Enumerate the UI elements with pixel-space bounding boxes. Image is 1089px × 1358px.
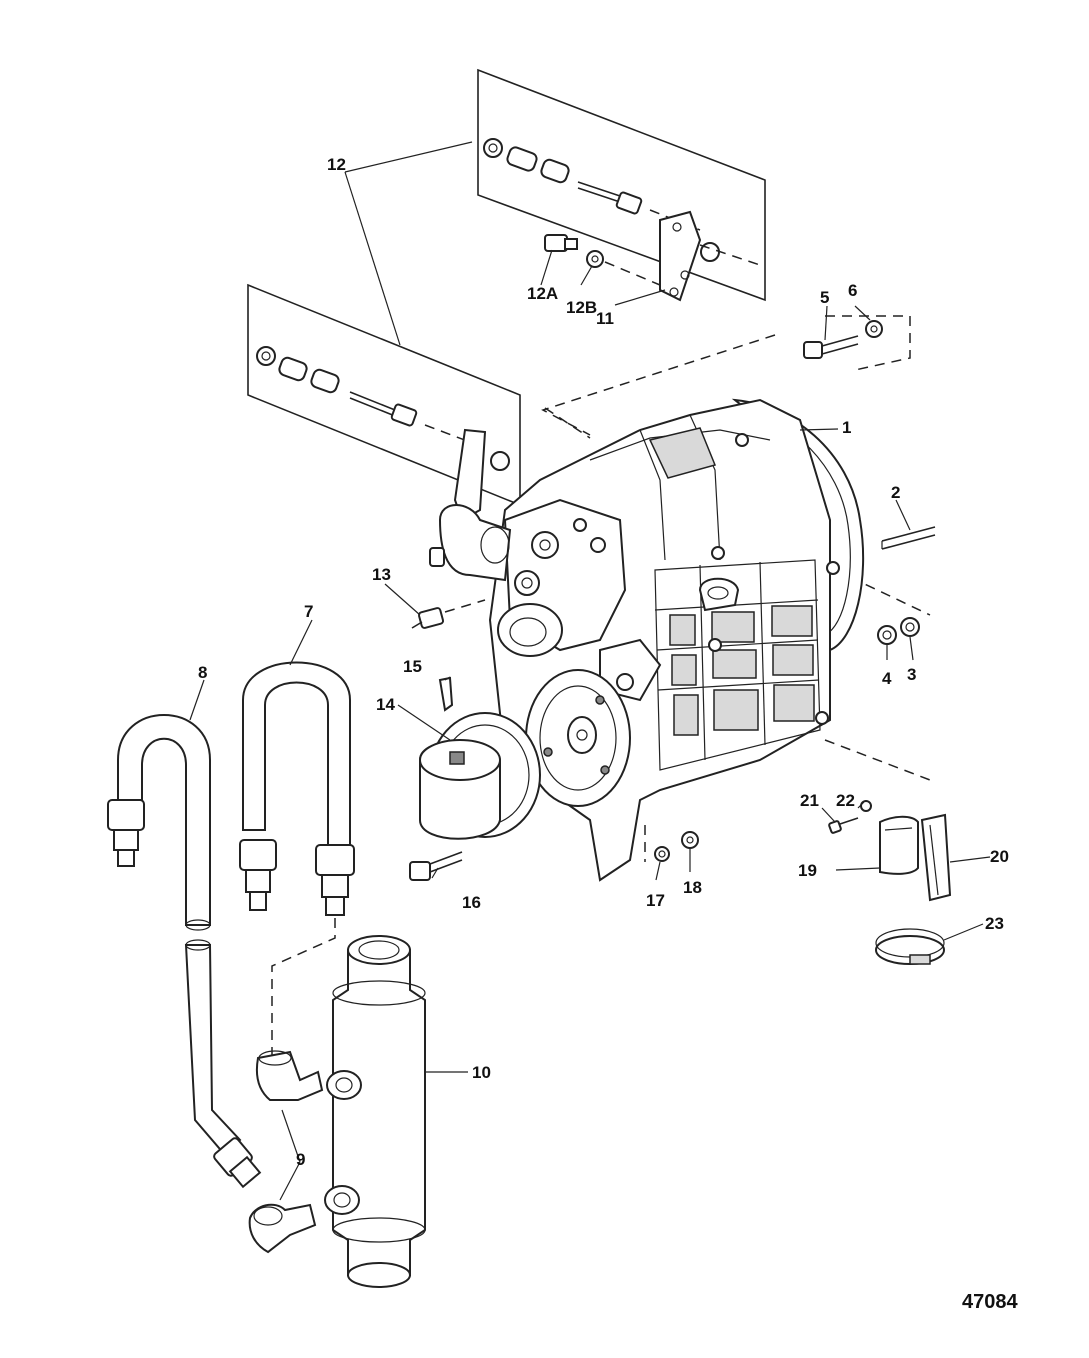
hose-7 bbox=[239, 661, 355, 916]
callout-12b: 12B bbox=[566, 298, 597, 317]
callout-17: 17 bbox=[646, 891, 665, 910]
callout-8: 8 bbox=[198, 663, 207, 682]
elbow-9-lower bbox=[248, 1203, 317, 1254]
sensor-13 bbox=[411, 599, 486, 629]
upper-mount-panel bbox=[477, 68, 766, 302]
lower-mount-panel bbox=[247, 283, 521, 522]
clamp-19 bbox=[879, 815, 919, 875]
screw-15 bbox=[438, 676, 454, 712]
callout-12: 12 bbox=[327, 155, 346, 174]
sleeve-20 bbox=[920, 813, 952, 902]
callout-13: 13 bbox=[372, 565, 391, 584]
oil-cooler-10 bbox=[324, 935, 426, 1288]
damper-plate-14 bbox=[419, 712, 541, 840]
callout-12a: 12A bbox=[527, 284, 558, 303]
callout-18: 18 bbox=[683, 878, 702, 897]
hardware-right bbox=[803, 320, 936, 645]
shift-bracket bbox=[429, 504, 512, 582]
callout-2: 2 bbox=[891, 483, 900, 502]
callout-7: 7 bbox=[304, 602, 313, 621]
figure-number: 47084 bbox=[962, 1291, 1018, 1313]
hose-8-lower bbox=[184, 939, 262, 1189]
transmission-housing bbox=[488, 398, 865, 882]
callout-9: 9 bbox=[296, 1150, 305, 1169]
callout-5: 5 bbox=[820, 288, 829, 307]
callout-11: 11 bbox=[596, 309, 614, 328]
callout-6: 6 bbox=[848, 281, 857, 300]
callout-23: 23 bbox=[985, 914, 1004, 933]
callout-22: 22 bbox=[836, 791, 855, 810]
bolt-16 bbox=[409, 851, 463, 881]
callout-10: 10 bbox=[472, 1063, 491, 1082]
hose-8 bbox=[107, 714, 211, 931]
callout-1: 1 bbox=[842, 418, 851, 437]
hose-clamp-23 bbox=[875, 928, 945, 965]
callout-19: 19 bbox=[798, 861, 817, 880]
callout-16: 16 bbox=[462, 893, 481, 912]
callout-21: 21 bbox=[800, 791, 819, 810]
callout-4: 4 bbox=[882, 669, 892, 688]
elbow-9-upper bbox=[255, 1050, 324, 1101]
callout-labels: 1 2 3 4 5 6 7 8 9 10 11 12 12A 12B 13 14… bbox=[198, 155, 1018, 1313]
callout-20: 20 bbox=[990, 847, 1009, 866]
callout-15: 15 bbox=[403, 657, 422, 676]
callout-3: 3 bbox=[907, 665, 916, 684]
callout-14: 14 bbox=[376, 695, 395, 714]
